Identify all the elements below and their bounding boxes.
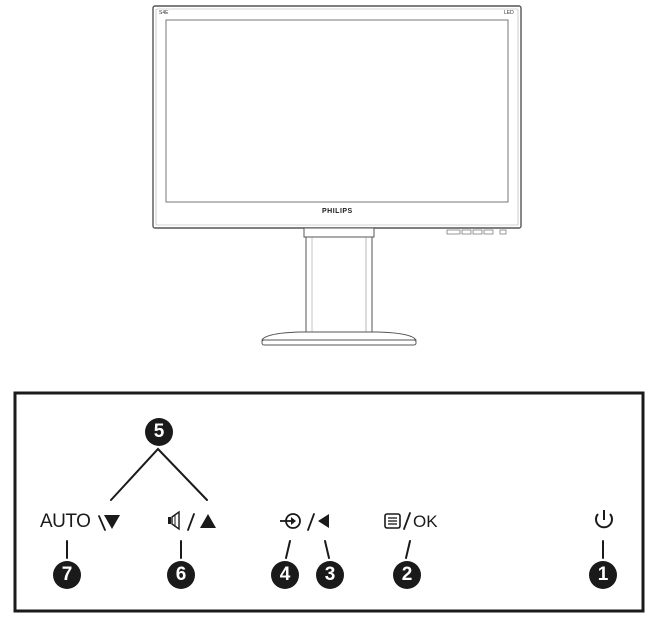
badge-number-6: 6: [167, 561, 195, 589]
ok-button-label: OK: [413, 512, 438, 531]
auto-button-label: AUTO: [40, 511, 91, 532]
power-icon: [595, 510, 613, 529]
stand-base: [261, 331, 417, 341]
bezel-button[interactable]: [461, 229, 472, 235]
monitor-model-label: S4E: [159, 10, 169, 16]
monitor-stand: [261, 227, 417, 346]
stand-neck: [305, 236, 373, 334]
slash: [403, 512, 411, 530]
monitor-brand-logo: PHILIPS: [322, 208, 353, 215]
monitor-screen: [165, 19, 509, 203]
slash: [187, 513, 195, 531]
input-source-icon: [280, 513, 301, 529]
menu-icon: [384, 513, 401, 529]
badge-number-5: 5: [145, 418, 173, 446]
bezel-button-row: [446, 229, 507, 235]
badge-number-7: 7: [53, 561, 81, 589]
bezel-button[interactable]: [472, 229, 483, 235]
badge-number-1: 1: [589, 561, 617, 589]
bezel-button[interactable]: [483, 229, 494, 235]
up-triangle-icon: [200, 514, 216, 528]
monitor-illustration: [152, 5, 522, 346]
stand-neck-top: [303, 227, 375, 238]
separator-slashes: [98, 515, 106, 531]
monitor-bezel-inner: [155, 8, 519, 226]
stand-base-foot: [261, 339, 417, 346]
badge-number-2: 2: [393, 561, 421, 589]
leader-lines: [66, 447, 604, 559]
left-triangle-icon: [318, 514, 329, 528]
badge-number-4: 4: [271, 561, 299, 589]
slash: [307, 513, 315, 531]
monitor-led-label: LED: [504, 10, 514, 16]
down-triangle-icon: [104, 515, 120, 529]
bezel-power-button[interactable]: [499, 229, 507, 235]
badge-number-3: 3: [316, 561, 344, 589]
speaker-icon: [168, 510, 180, 531]
bezel-button[interactable]: [446, 229, 461, 235]
